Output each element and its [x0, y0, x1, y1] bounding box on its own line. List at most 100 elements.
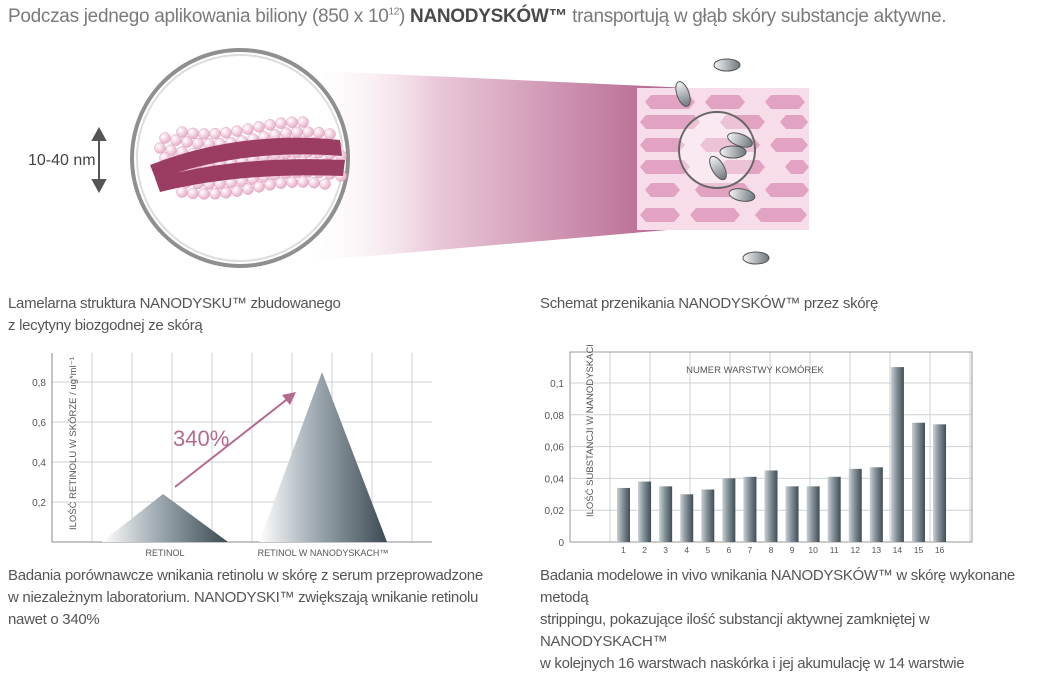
bar-layer-6: [722, 478, 736, 542]
x-tick-label: 12: [851, 545, 861, 555]
y-tick-label: 0,1: [550, 379, 564, 390]
nanodisc-illustration: [91, 48, 809, 268]
nanodisc-icon: [728, 188, 756, 202]
lipid-sphere: [181, 136, 193, 148]
nanodisc-caption: Lamelarna struktura NANODYSKU™ zbudowane…: [8, 293, 341, 337]
caption-line: w niezależnym laboratorium. NANODYSKI™ z…: [8, 589, 479, 606]
lipid-sphere: [220, 127, 232, 139]
skin-cell: [690, 208, 740, 222]
lipid-sphere: [286, 176, 298, 188]
size-label: 10-40 nm: [28, 152, 96, 169]
nanodisc-icon: [675, 81, 691, 107]
y-tick-label: 0,4: [32, 458, 46, 469]
y-tick-label: 0,08: [545, 411, 565, 422]
bar-layer-8: [764, 470, 778, 542]
arrow-head-icon: [282, 392, 296, 405]
lipid-sphere: [209, 128, 221, 140]
skin-cell: [720, 160, 765, 174]
x-tick-label: RETINOL: [145, 548, 184, 558]
bar-layer-4: [680, 494, 694, 542]
skin-cell: [785, 160, 809, 174]
lipid-sphere: [159, 132, 171, 144]
nanodisc-icon: [719, 145, 747, 159]
bar-layer-15: [911, 422, 925, 542]
caption-line: Badania modelowe in vivo wnikania NANODY…: [540, 567, 1015, 606]
nanodisc-icon: [713, 58, 741, 72]
x-tick-label: 6: [726, 545, 731, 555]
caption-line: nawet o 340%: [8, 611, 100, 628]
nanodisc-icon: [742, 251, 770, 265]
lipid-sphere: [297, 176, 309, 188]
x-tick-label: 16: [935, 545, 945, 555]
bar-layer-5: [701, 489, 715, 542]
skin-layers: [637, 88, 809, 230]
lipid-sphere: [242, 123, 254, 135]
bar-layer-7: [743, 476, 757, 542]
skin-cell: [765, 95, 805, 109]
chart-title: NUMER WARSTWY KOMÓREK: [686, 365, 824, 376]
bar-layer-12: [848, 468, 862, 542]
y-tick-label: 0,6: [32, 418, 46, 429]
lipid-sphere: [319, 178, 331, 190]
bar-layer-13: [869, 467, 883, 542]
bar-layer-3: [659, 486, 673, 542]
lipid-sphere: [198, 128, 210, 140]
lipid-sphere: [253, 181, 265, 193]
x-tick-label: 4: [684, 545, 689, 555]
skin-cell: [765, 183, 809, 197]
lipid-sphere: [231, 125, 243, 137]
skin-cell: [755, 208, 807, 222]
x-tick-label: 9: [790, 545, 795, 555]
nanodisc-icon: [709, 155, 727, 181]
lipid-sphere: [275, 117, 287, 129]
size-arrow-icon: [91, 126, 107, 194]
caption-line: z lecytyny biozgodnej ze skórą: [8, 317, 203, 334]
lipid-sphere: [192, 137, 204, 150]
lipid-sphere: [198, 188, 210, 200]
lipid-sphere: [275, 177, 287, 189]
lipid-sphere: [242, 183, 254, 195]
x-tick-label: RETINOL W NANODYSKACH™: [258, 548, 389, 558]
x-tick-label: 5: [705, 545, 710, 555]
lipid-sphere: [291, 126, 303, 138]
lipid-sphere: [297, 116, 309, 128]
nanodisc-icons: [675, 58, 770, 265]
percent-annotation: 340%: [173, 426, 229, 451]
headline: Podczas jednego aplikowania biliony (850…: [8, 6, 947, 28]
zoom-lens: [678, 111, 756, 189]
lipid-sphere: [170, 134, 182, 146]
caption-line: Badania porównawcze wnikania retinolu w …: [8, 567, 483, 584]
x-tick-label: 13: [872, 545, 882, 555]
triangle-mark-2: [259, 372, 387, 542]
lipid-sphere: [308, 176, 320, 189]
bar-layer-2: [638, 481, 652, 542]
skin-diagram-caption: Schemat przenikania NANODYSKÓW™ przez sk…: [540, 295, 879, 312]
skin-cell: [640, 138, 685, 152]
lipid-sphere: [165, 144, 177, 156]
skin-cell: [640, 160, 690, 174]
x-tick-label: 1: [621, 545, 626, 555]
lipid-sphere: [302, 126, 314, 138]
skin-cell: [640, 115, 700, 129]
x-tick-label: 8: [769, 545, 774, 555]
lipid-sphere: [253, 121, 265, 133]
lipid-sphere: [286, 116, 298, 128]
skin-cell: [640, 208, 680, 222]
y-tick-label: 0: [558, 538, 564, 549]
headline-exponent: 12: [388, 6, 400, 18]
headline-text: Podczas jednego aplikowania biliony (850…: [8, 6, 389, 27]
lipid-sphere: [313, 126, 325, 139]
y-tick-label: 0,8: [32, 378, 46, 389]
y-tick-label: 0,2: [32, 498, 46, 509]
growth-arrow: [174, 396, 291, 488]
lipid-sphere: [264, 119, 276, 131]
bar-layer-11: [827, 476, 841, 542]
magnification-beam: [300, 70, 690, 262]
lipid-sphere: [176, 186, 188, 198]
x-tick-label: 7: [748, 545, 753, 555]
bar-layer-16: [933, 424, 947, 542]
skin-cell: [705, 95, 745, 109]
retinol-chart: 0,2 0,4 0,6 0,8 RETINOL RETINOL W NANODYSKAC…: [32, 353, 432, 558]
headline-rest: transportują w głąb skóry substancje akt…: [572, 6, 947, 27]
